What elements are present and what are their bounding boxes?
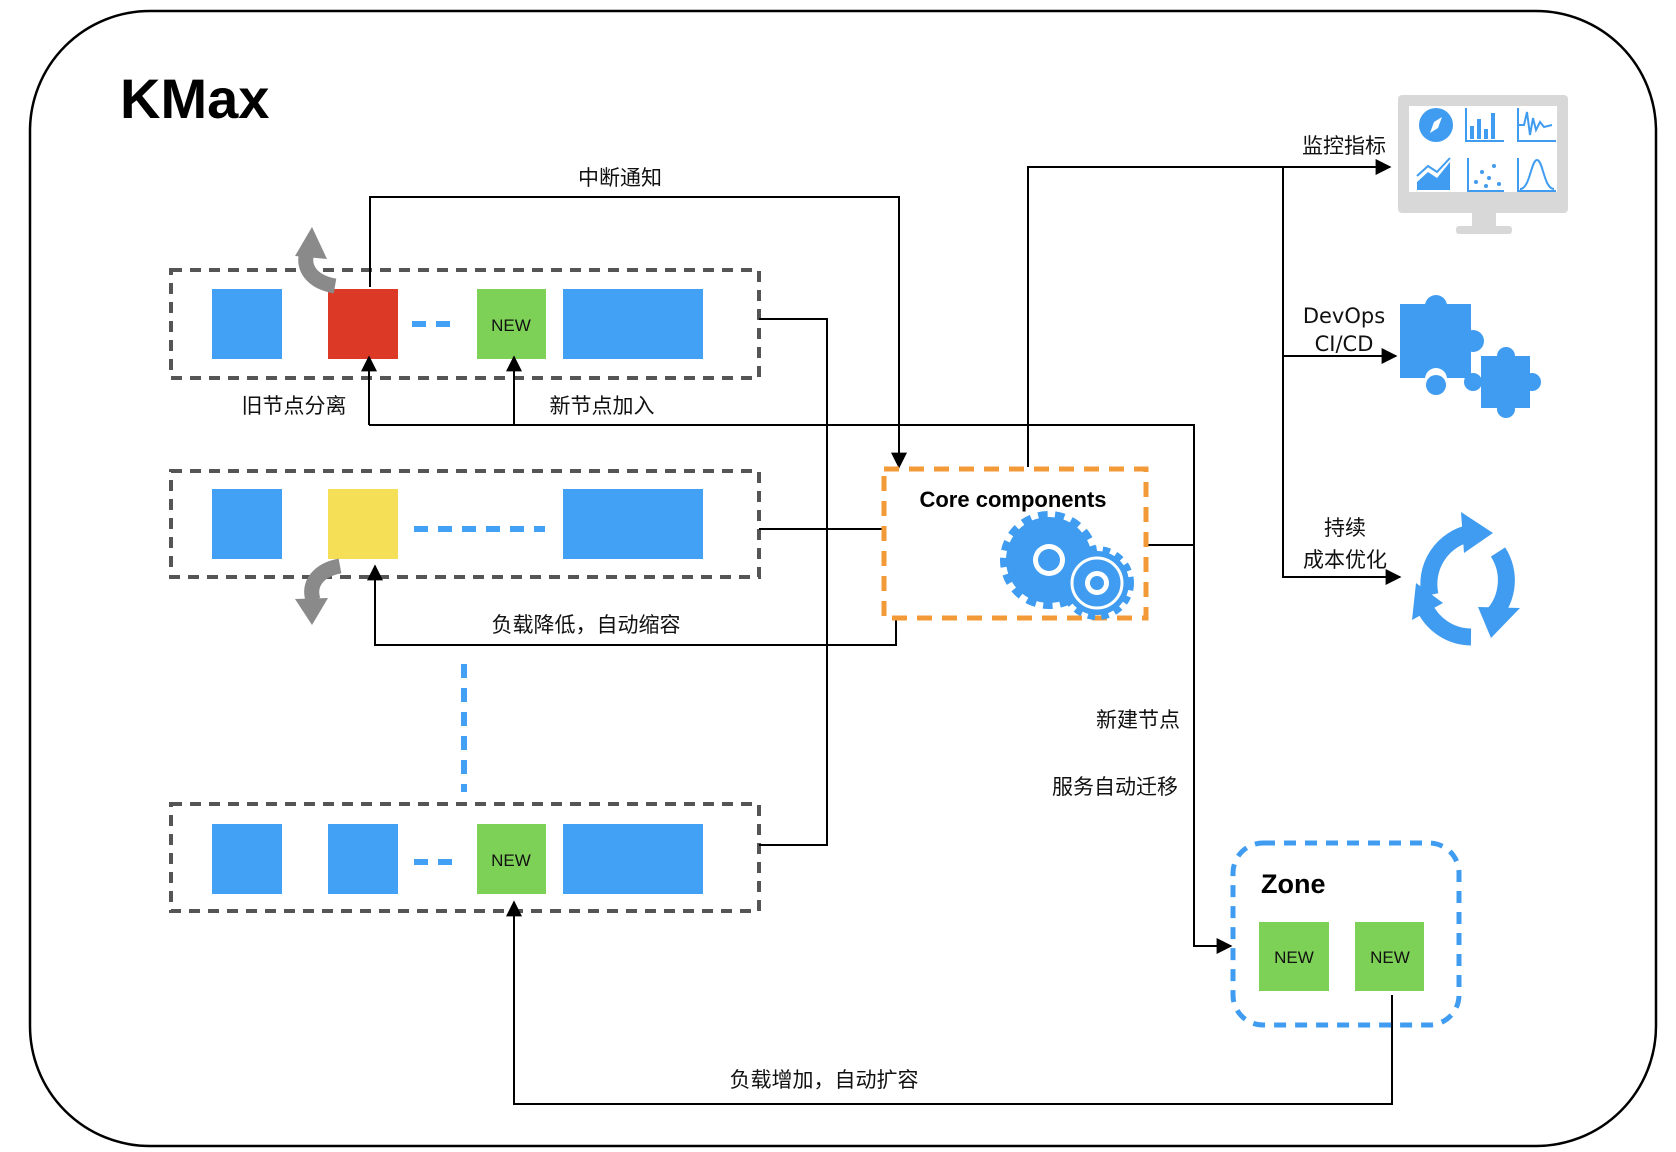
low-load-node-block	[328, 489, 398, 559]
wide-node-block	[563, 824, 703, 894]
zone-title: Zone	[1261, 869, 1326, 899]
node-block	[328, 824, 398, 894]
old-node-detach-label: 旧节点分离	[242, 394, 347, 418]
cost-label-line2: 成本优化	[1303, 548, 1387, 572]
core-components: Core components	[881, 466, 1149, 621]
new-badge: NEW	[1370, 948, 1410, 967]
gears-icon	[1000, 511, 1134, 620]
page-title: KMax	[120, 67, 269, 130]
node-group-1: NEW	[169, 268, 761, 380]
new-badge: NEW	[1274, 948, 1314, 967]
wide-node-block	[563, 489, 703, 559]
curved-up-arrow-icon	[295, 227, 337, 294]
wide-node-block	[563, 289, 703, 359]
new-node-label: 新建节点	[1096, 708, 1180, 732]
cost-label-line1: 持续	[1324, 516, 1366, 540]
zone: Zone NEW NEW	[1230, 840, 1462, 1028]
monitoring-label: 监控指标	[1302, 134, 1386, 158]
old-node-block	[328, 289, 398, 359]
new-node-block	[1355, 922, 1424, 991]
new-node-block	[477, 824, 546, 894]
node-group-2	[169, 469, 761, 579]
new-node-block	[1259, 922, 1329, 991]
node-block	[212, 824, 282, 894]
refresh-cycle-icon	[1412, 512, 1520, 646]
new-node-block	[477, 289, 546, 359]
interrupt-notice-label: 中断通知	[578, 166, 662, 190]
node-block	[212, 289, 282, 359]
node-group-3: NEW	[169, 802, 761, 913]
devops-label: DevOps	[1303, 304, 1385, 328]
scale-out-label: 负载增加，自动扩容	[730, 1068, 919, 1092]
new-badge: NEW	[491, 316, 531, 335]
connectors	[361, 159, 1402, 1105]
new-badge: NEW	[491, 851, 531, 870]
scale-in-label: 负载降低，自动缩容	[492, 613, 681, 637]
puzzle-pieces-icon	[1400, 295, 1541, 418]
outer-container	[28, 9, 1658, 1148]
dashboard-monitor-icon	[1398, 95, 1568, 234]
core-title: Core components	[919, 487, 1106, 512]
new-node-join-label: 新节点加入	[550, 394, 655, 418]
curved-down-arrow-icon	[295, 558, 342, 625]
cicd-label: CI/CD	[1315, 332, 1374, 356]
service-migration-label: 服务自动迁移	[1052, 775, 1178, 799]
node-block	[212, 489, 282, 559]
